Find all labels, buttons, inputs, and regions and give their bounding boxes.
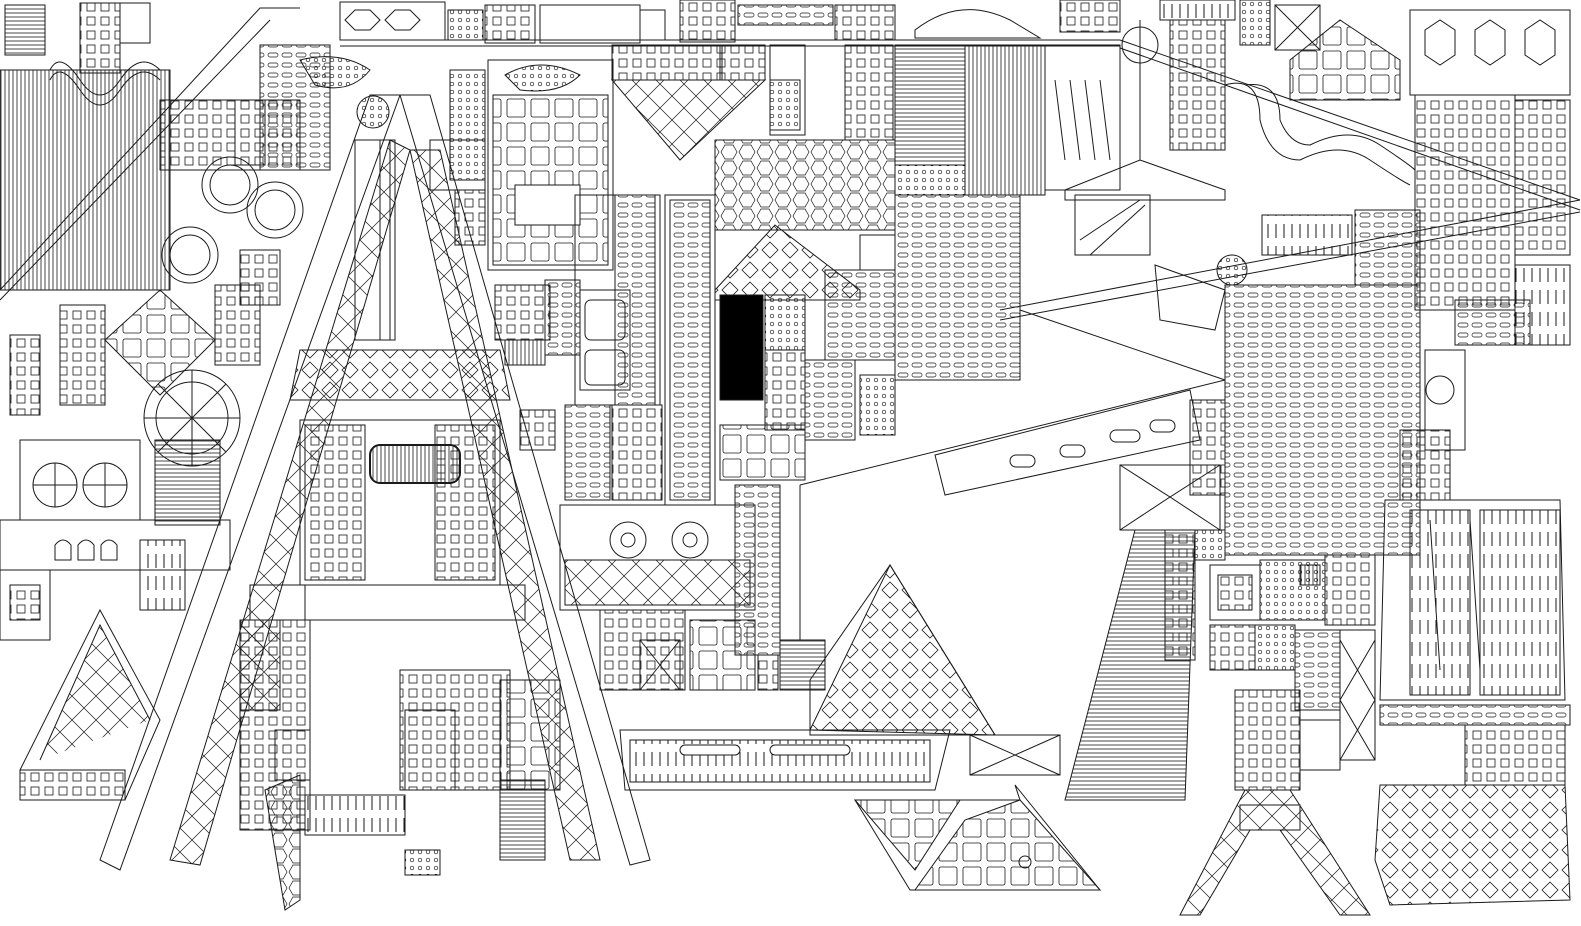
- left-mid-blocks: [0, 249, 281, 641]
- tower-mid-platform: [239, 349, 561, 911]
- hex-tile-building: [714, 139, 896, 481]
- left-hatched-building: [0, 69, 171, 291]
- center-grid-building: [429, 59, 614, 366]
- center-pyramid: [809, 563, 996, 736]
- right-curvy-road: [1169, 19, 1416, 186]
- right-tall-window-tower: [1414, 94, 1571, 346]
- right-lower-left-blocks: [1064, 399, 1226, 801]
- top-strip-blocks: [4, 0, 1571, 96]
- long-slot-slab: [619, 729, 1061, 791]
- bottom-center-pyramid: [853, 784, 1102, 891]
- right-small-tower: [1179, 789, 1371, 916]
- center-tall-slots: [519, 194, 716, 506]
- right-slit-tower: [1379, 349, 1571, 786]
- left-curvy-road: [49, 61, 161, 106]
- stacked-bars-building: [259, 44, 371, 171]
- center-oval-rail: [934, 389, 1201, 496]
- right-big-slot-tower: [1154, 209, 1421, 556]
- triangle-lattice-roof: [610, 44, 806, 161]
- center-right-slot-blocks: [844, 20, 1226, 381]
- right-diamond-base: [1374, 784, 1571, 906]
- ornate-gate-facade: [559, 484, 826, 691]
- left-pyramid: [19, 608, 161, 801]
- right-middle-cluster: [1209, 554, 1376, 791]
- connector-lines: [304, 309, 1226, 640]
